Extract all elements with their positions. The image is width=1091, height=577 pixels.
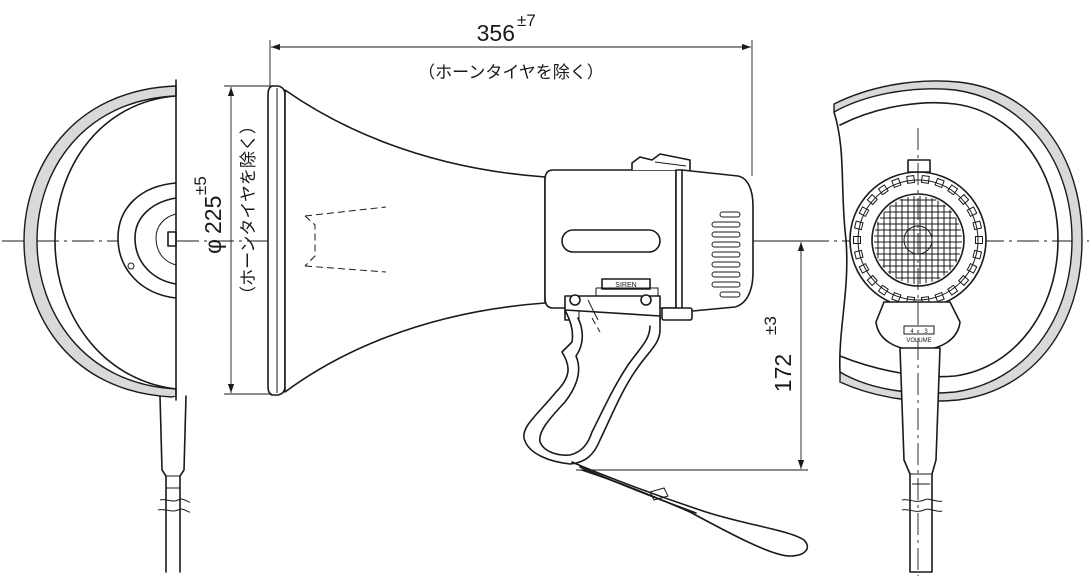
rear-bell-rim xyxy=(23,85,177,398)
ring-button xyxy=(972,249,983,260)
diameter-symbol: φ xyxy=(200,239,226,254)
speaker-head xyxy=(675,169,754,313)
height-value: 172 xyxy=(770,354,796,392)
height-dimension: 172 ±3 xyxy=(576,240,808,471)
ring-button xyxy=(853,236,861,244)
vent-slot xyxy=(711,281,741,288)
siren-plate xyxy=(601,278,651,290)
ring-button xyxy=(877,284,889,296)
rear-grip xyxy=(159,395,187,573)
ring-button xyxy=(947,284,959,296)
ring-button xyxy=(966,262,978,274)
vent-slot xyxy=(711,271,741,278)
trigger-line xyxy=(578,299,599,322)
ring-button xyxy=(877,184,889,196)
rear-grip-break xyxy=(157,498,191,513)
lanyard-outer xyxy=(571,461,809,557)
front-button-ring xyxy=(853,174,983,306)
cord-clip xyxy=(661,307,693,321)
top-latch-line xyxy=(654,161,687,167)
front-cut-edge xyxy=(833,111,848,373)
front-bell-rim xyxy=(833,80,1083,402)
length-dimension: 356 ±7 （ホーンタイヤを除く） xyxy=(269,11,753,176)
front-top-latch xyxy=(907,159,931,173)
vent-slot xyxy=(711,231,741,238)
ring-button xyxy=(866,193,878,206)
ring-button xyxy=(958,274,970,287)
front-grip xyxy=(899,347,941,573)
side-slot xyxy=(561,229,661,253)
vent-slot xyxy=(719,291,741,298)
pistol-grip-outer xyxy=(523,309,661,465)
ring-button xyxy=(934,291,945,303)
diameter-value: 225 xyxy=(200,196,226,234)
rear-driver-ring xyxy=(117,182,177,299)
vent-slot xyxy=(711,251,741,258)
volume-dial-box xyxy=(903,325,935,335)
bracket-screw-left xyxy=(569,294,581,306)
grip-hidden-line xyxy=(591,317,601,333)
pistol-grip-inner xyxy=(539,317,651,456)
ring-button xyxy=(891,177,902,189)
ring-button xyxy=(920,174,930,184)
length-note: （ホーンタイヤを除く） xyxy=(418,63,604,83)
volume-mark-4: 4 xyxy=(910,329,914,335)
ring-button xyxy=(934,177,945,189)
ring-button xyxy=(958,193,970,206)
rear-view xyxy=(23,79,191,573)
side-view: SIREN xyxy=(267,85,809,557)
rear-strap-loop xyxy=(165,475,181,489)
length-value: 356 xyxy=(477,20,515,46)
ring-button xyxy=(853,249,864,260)
top-latch xyxy=(631,153,691,171)
vent-slot xyxy=(711,241,741,248)
rear-driver-ring-inner xyxy=(134,197,177,285)
diameter-tolerance: ±5 xyxy=(191,176,210,195)
diameter-dimension: φ 225 ±5 （ホーンタイヤを除く） xyxy=(191,85,272,395)
vent-slot xyxy=(711,221,741,228)
siren-label: SIREN xyxy=(615,282,636,289)
vent-slot xyxy=(719,211,741,218)
speaker-vents xyxy=(711,211,741,298)
lanyard-inner xyxy=(579,466,697,514)
ring-button xyxy=(858,262,870,274)
horn-hidden-cone xyxy=(304,206,387,273)
front-view: 4 3 VOLUME xyxy=(833,80,1083,576)
ring-button xyxy=(866,274,878,287)
rear-driver-cap xyxy=(155,213,177,266)
diameter-note: （ホーンタイヤを除く） xyxy=(239,117,259,303)
vent-slot xyxy=(711,261,741,268)
volume-label: VOLUME xyxy=(906,338,931,344)
volume-mark-3: 3 xyxy=(924,329,928,335)
lanyard-knot xyxy=(649,487,669,501)
ring-button xyxy=(906,174,916,184)
ring-button xyxy=(858,206,870,218)
bracket-screw-right xyxy=(640,294,652,306)
ring-button xyxy=(966,206,978,218)
front-grip-break xyxy=(901,498,943,512)
length-tolerance: ±7 xyxy=(517,11,536,30)
trigger-guard xyxy=(595,287,659,296)
ring-button xyxy=(891,291,902,303)
height-tolerance: ±3 xyxy=(761,316,780,335)
ring-button xyxy=(853,220,864,231)
ring-button xyxy=(975,236,983,244)
horn-body xyxy=(284,89,546,393)
front-grip-detail xyxy=(910,473,932,485)
ring-button xyxy=(947,184,959,196)
rear-bell-inner xyxy=(54,95,177,390)
ring-button xyxy=(972,220,983,231)
rear-bolt xyxy=(127,262,135,270)
